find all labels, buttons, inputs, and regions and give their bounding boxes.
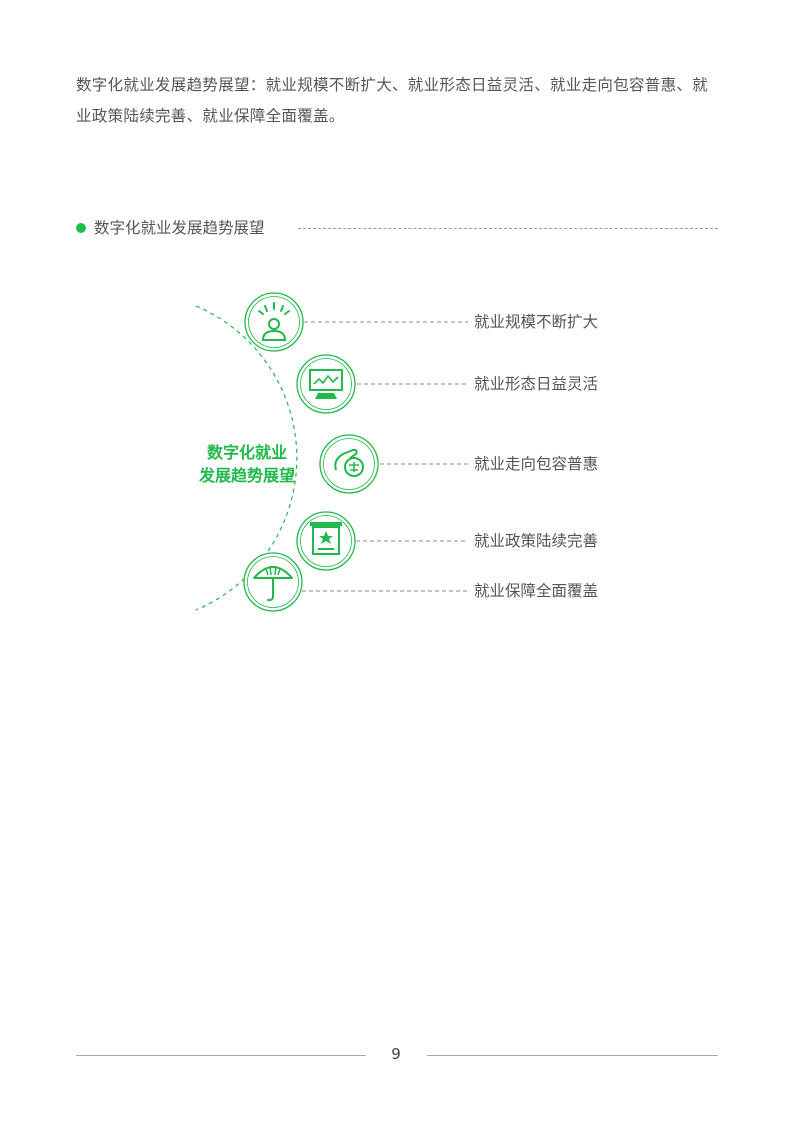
section-dashed-rule: [298, 228, 718, 229]
hand-balance-icon: [319, 434, 379, 494]
trend-label-policy: 就业政策陆续完善: [474, 532, 599, 550]
trend-label-form: 就业形态日益灵活: [474, 375, 599, 393]
trend-diagram: [195, 292, 468, 612]
section-title: 数字化就业发展趋势展望: [94, 218, 275, 238]
center-title-line-1: 数字化就业: [206, 443, 287, 462]
footer-rule-right: [427, 1055, 718, 1056]
umbrella-icon: [243, 552, 303, 612]
center-title-line-2: 发展趋势展望: [198, 466, 295, 485]
policy-board-icon: [296, 511, 356, 571]
intro-paragraph: 数字化就业发展趋势展望：就业规模不断扩大、就业形态日益灵活、就业走向包容普惠、就…: [76, 76, 709, 125]
monitor-chart-icon: [296, 354, 356, 414]
trend-label-scale: 就业规模不断扩大: [474, 313, 599, 331]
section-heading: 数字化就业发展趋势展望: [76, 218, 718, 238]
worker-icon: [244, 292, 304, 352]
bullet-dot-icon: [76, 223, 86, 233]
diagram-center-title: 数字化就业 发展趋势展望: [190, 441, 304, 487]
footer-rule-left: [76, 1055, 366, 1056]
trend-label-inclusive: 就业走向包容普惠: [474, 455, 599, 473]
trend-label-security: 就业保障全面覆盖: [474, 582, 599, 600]
page-number: 9: [391, 1045, 401, 1063]
